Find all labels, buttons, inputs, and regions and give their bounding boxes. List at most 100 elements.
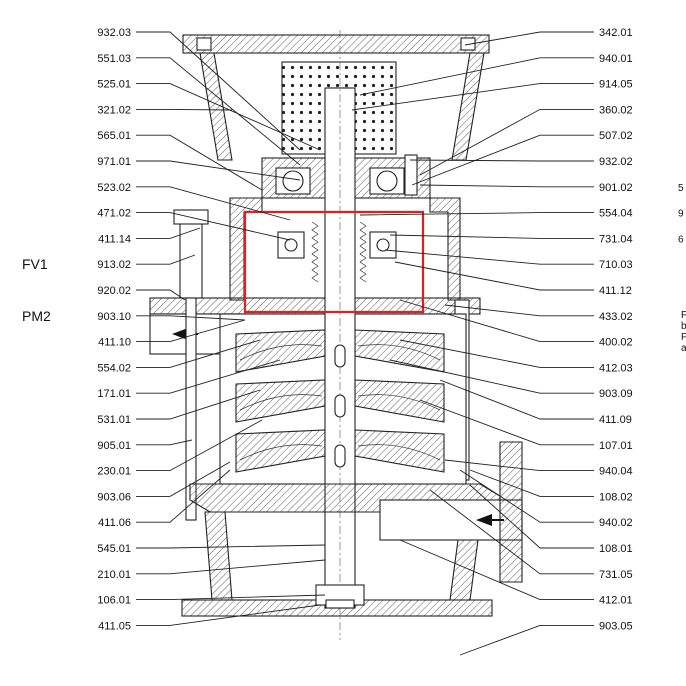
leader-line [419,108,594,176]
part-label-left: 531.01 [97,414,131,426]
base-left-wall [204,511,233,601]
part-label-right: 554.04 [599,208,633,220]
part-label-right: 940.02 [599,517,633,529]
right-part-labels: 342.01940.01914.05360.02507.02932.02901.… [599,27,633,632]
part-label-right: 412.01 [599,595,633,607]
leader-line [136,160,301,181]
leader-line [399,539,594,601]
leader-line [394,261,594,291]
leader-line [136,604,321,626]
part-label-left: 411.10 [98,337,131,349]
edge-note-fragment: a [681,343,686,354]
part-label-right: 901.02 [599,182,633,194]
edge-fragment: 9 [678,209,684,220]
bearing-left [282,170,304,192]
leader-line [136,57,301,166]
leader-line [439,379,594,420]
leader-line [444,459,594,472]
part-label-right: 940.01 [599,53,633,65]
part-label-left: 903.06 [97,491,131,503]
edge-note-fragment: F [681,332,686,343]
part-label-right: 731.04 [599,233,633,245]
leader-line [411,134,594,186]
part-label-left: 905.01 [97,440,131,452]
side-label-pm2: PM2 [22,308,51,324]
leader-line [351,83,594,111]
leader-line [359,212,594,216]
leader-line [136,134,263,191]
leader-line [389,359,594,394]
part-label-left: 411.14 [98,233,131,245]
leader-line [419,184,594,188]
leader-line [136,31,301,151]
part-label-left: 932.03 [97,27,131,39]
leader-line [136,339,261,368]
leader-line [389,234,594,239]
part-label-right: 342.01 [599,27,633,39]
part-label-right: 411.09 [599,414,632,426]
seal-spring-right [359,221,367,283]
part-label-right: 108.01 [599,543,633,555]
suction-flange [499,441,523,583]
leader-line [444,304,594,317]
flow-arrow-right-icon [476,514,492,526]
side-label-fv1: FV1 [22,256,48,272]
part-label-right: 107.01 [599,440,633,452]
part-label-left: 523.02 [97,182,131,194]
leader-line [469,484,594,549]
part-label-left: 106.01 [97,595,131,607]
leader-line [459,469,594,523]
part-label-left: 411.05 [98,620,131,632]
tie-rod-left [185,297,197,521]
leader-line [136,559,326,575]
leader-line [136,439,193,446]
part-label-right: 731.05 [599,569,633,581]
part-label-left: 230.01 [97,466,131,478]
part-label-right: 710.03 [599,259,633,271]
lantern-right-wall [451,52,485,161]
leader-line [136,594,326,601]
leader-line [136,186,291,221]
leader-line [384,249,594,265]
part-label-right: 411.12 [599,285,632,297]
leader-line [409,159,594,162]
part-label-left: 525.01 [97,79,131,91]
leader-line [399,299,594,343]
edge-fragment: 6 [678,234,684,245]
part-label-left: 971.01 [97,156,131,168]
part-label-left: 545.01 [97,543,131,555]
leader-line [136,461,231,497]
pump-cross-section [149,30,523,640]
left-part-labels: 932.03551.03525.01321.02565.01971.01523.… [97,27,131,632]
leader-line [136,319,246,343]
leader-line [469,469,594,497]
leader-line [359,57,594,96]
leader-line [136,254,196,265]
leader-line [419,399,594,446]
part-label-left: 321.02 [97,104,131,116]
part-label-left: 171.01 [97,388,131,400]
leader-lines [136,31,594,656]
leader-line [136,469,231,523]
part-label-right: 507.02 [599,130,633,142]
part-label-right: 433.02 [599,311,633,323]
leader-line [136,108,233,111]
part-label-left: 411.06 [98,517,131,529]
part-label-left: 551.03 [97,53,131,65]
leader-line [136,315,246,321]
leader-line [136,419,263,472]
leader-line [136,83,321,151]
bearing-right [376,170,398,192]
edge-note-fragment: b [681,321,686,332]
part-label-right: 914.05 [599,79,633,91]
part-label-left: 913.02 [97,259,131,271]
part-label-left: 554.02 [97,362,131,374]
part-label-right: 400.02 [599,337,633,349]
leader-line [136,389,261,420]
part-label-left: 903.10 [97,311,131,323]
top-flange [182,34,490,54]
leader-line [136,544,326,549]
